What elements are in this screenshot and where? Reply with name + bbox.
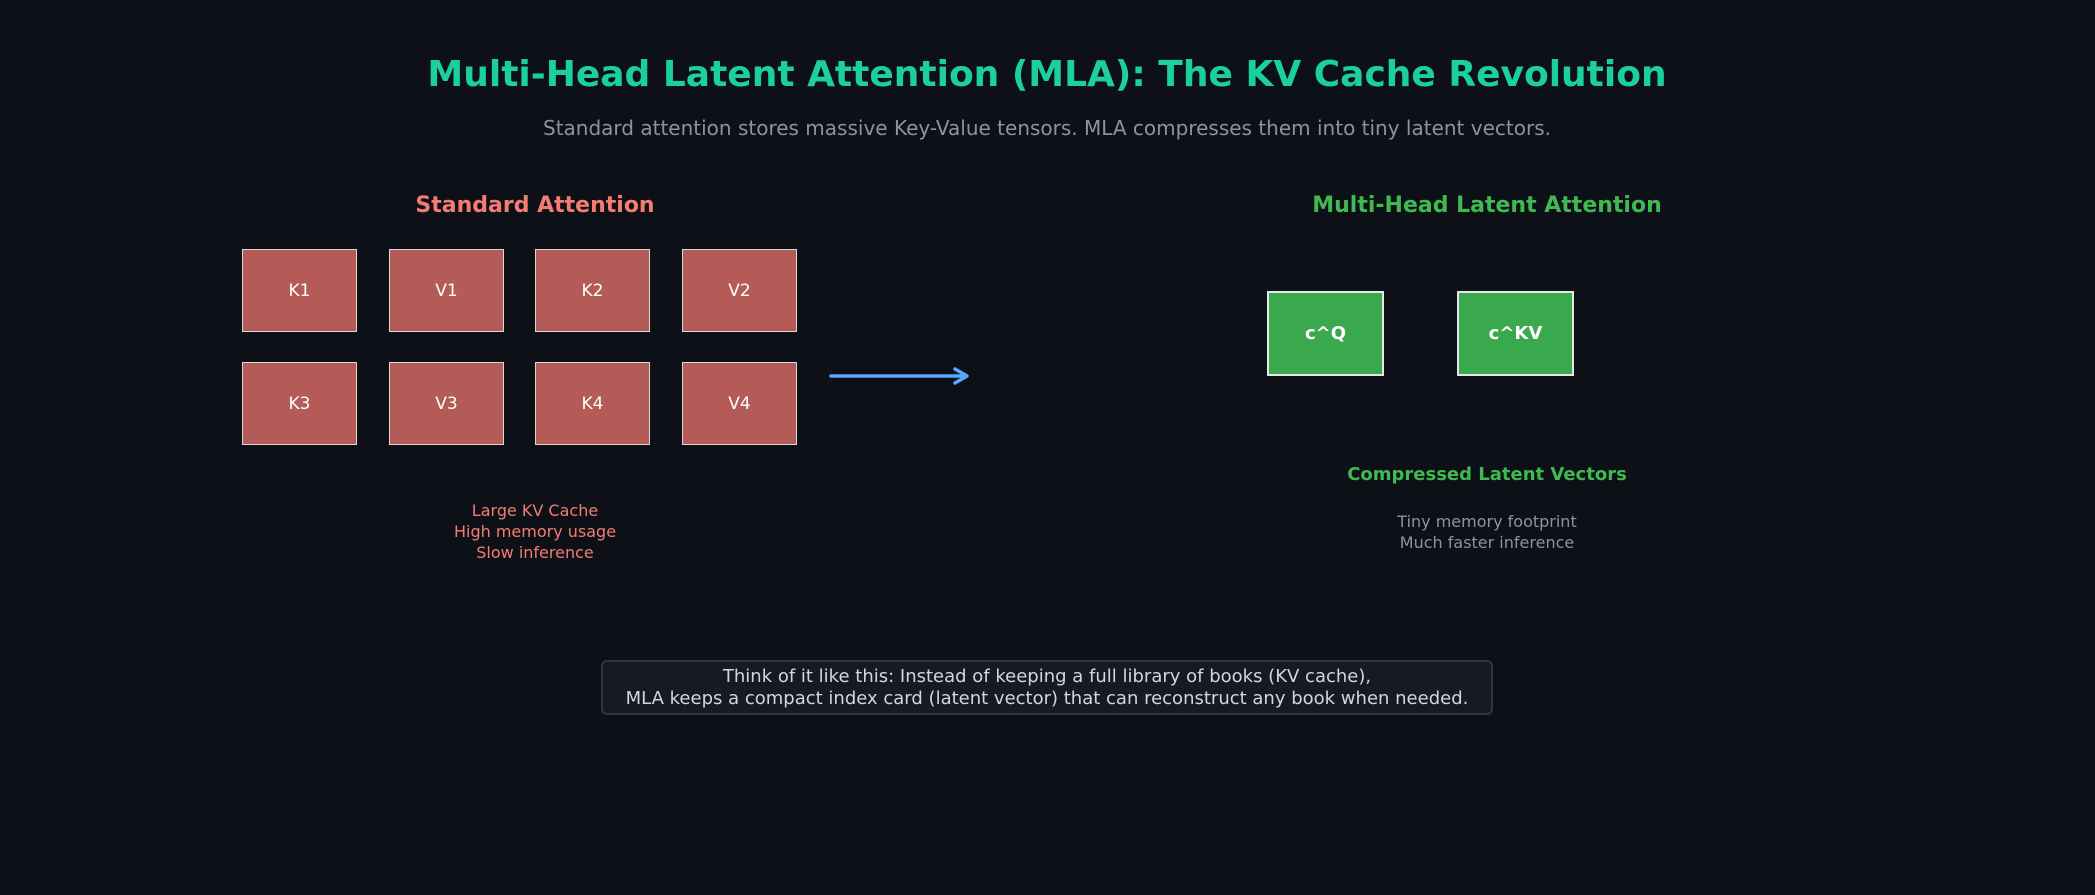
note-slow-inference: Slow inference (476, 543, 594, 562)
mla-notes: Tiny memory footprint Much faster infere… (1397, 511, 1576, 553)
kv-block-v2: V2 (682, 249, 797, 332)
mla-heading: Multi-Head Latent Attention (1312, 193, 1662, 218)
kv-block-k3: K3 (242, 362, 357, 445)
analogy-line-1: Think of it like this: Instead of keepin… (722, 665, 1372, 687)
analogy-line-2: MLA keeps a compact index card (latent v… (625, 687, 1469, 709)
note-large-kv-cache: Large KV Cache (471, 501, 599, 520)
page-title: Multi-Head Latent Attention (MLA): The K… (427, 54, 1667, 95)
kv-block-k2: K2 (535, 249, 650, 332)
analogy-callout: Think of it like this: Instead of keepin… (601, 660, 1493, 715)
latent-vector-cq: c^Q (1267, 291, 1384, 376)
kv-block-v1: V1 (389, 249, 504, 332)
standard-attention-heading: Standard Attention (415, 193, 655, 218)
note-high-memory: High memory usage (453, 522, 617, 541)
note-faster-inference: Much faster inference (1399, 533, 1575, 552)
kv-block-k4: K4 (535, 362, 650, 445)
latent-vector-ckv: c^KV (1457, 291, 1574, 376)
compressed-latent-caption: Compressed Latent Vectors (1347, 464, 1627, 485)
kv-block-k1: K1 (242, 249, 357, 332)
arrow-head (953, 367, 969, 385)
page-subtitle: Standard attention stores massive Key-Va… (543, 116, 1551, 140)
standard-attention-notes: Large KV Cache High memory usage Slow in… (454, 500, 616, 563)
kv-block-v3: V3 (389, 362, 504, 445)
kv-block-v4: V4 (682, 362, 797, 445)
note-tiny-memory: Tiny memory footprint (1397, 512, 1577, 531)
